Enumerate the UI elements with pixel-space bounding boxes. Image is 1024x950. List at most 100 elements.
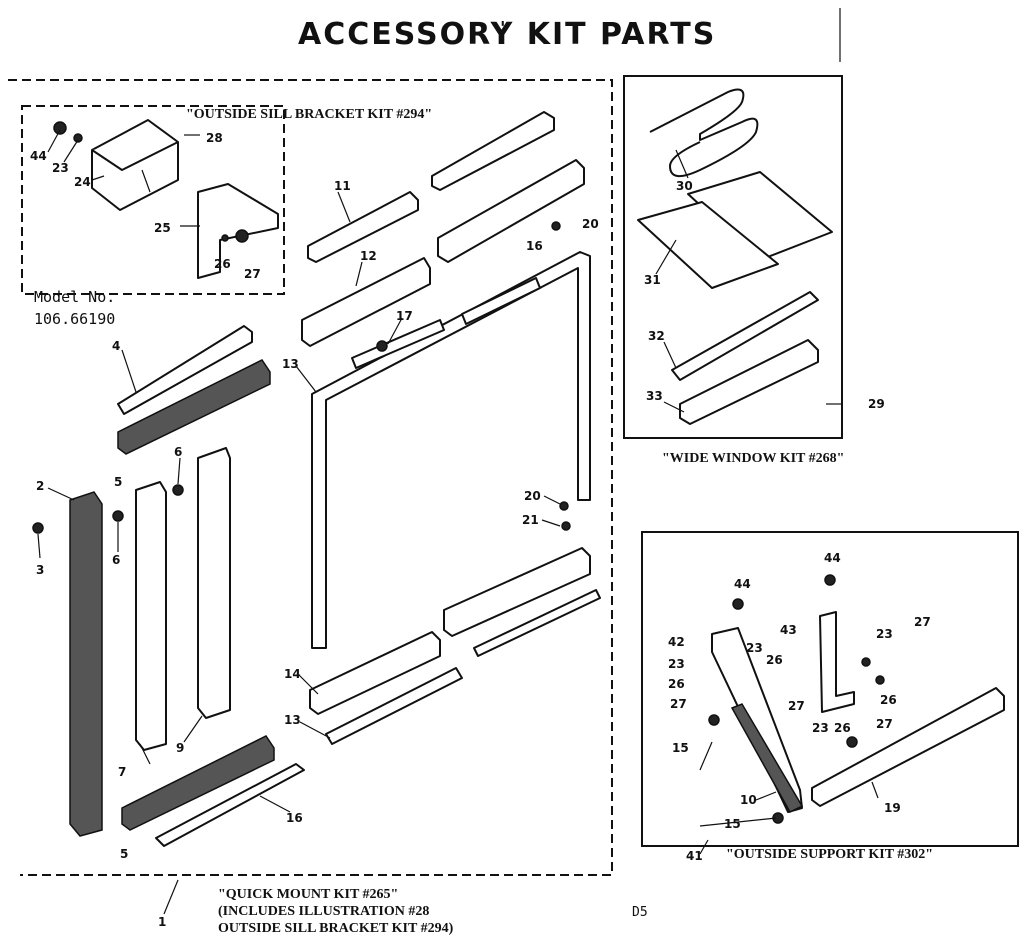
channel-9 <box>197 447 231 719</box>
channel-right-upper <box>437 159 585 263</box>
screw-17 <box>376 340 388 352</box>
frame-13 <box>311 251 591 649</box>
channel-12 <box>301 257 431 347</box>
strip-lower-right <box>473 589 601 657</box>
label-27-c: 27 <box>914 615 931 629</box>
label-42: 42 <box>668 635 685 649</box>
label-6-upper: 6 <box>174 445 182 459</box>
brace-10 <box>730 703 804 813</box>
label-13: 13 <box>282 357 299 371</box>
page-title: ACCESSORY KIT PARTS <box>298 17 716 52</box>
outside-support-kit-box <box>641 531 1019 847</box>
label-27-a: 27 <box>670 697 687 711</box>
label-28: 28 <box>206 131 223 145</box>
model-number: 106.66190 <box>34 310 115 328</box>
screw-6a <box>112 510 124 522</box>
label-19: 19 <box>884 801 901 815</box>
strip-upper-right <box>461 277 541 325</box>
label-44-brace: 44 <box>734 577 751 591</box>
brace-42 <box>711 627 803 813</box>
label-13-lower: 13 <box>284 713 301 727</box>
label-9: 9 <box>176 741 184 755</box>
wide-window-parts <box>637 88 833 425</box>
label-21: 21 <box>522 513 539 527</box>
channel-33 <box>679 339 819 425</box>
channel-11 <box>307 191 419 263</box>
quick-mount-kit-includes-2: OUTSIDE SILL BRACKET KIT #294) <box>218 921 454 936</box>
screw-44-brace <box>732 598 744 610</box>
label-26-d: 26 <box>834 721 851 735</box>
washer-23-support <box>861 657 871 667</box>
label-10: 10 <box>740 793 757 807</box>
label-26-b: 26 <box>668 677 685 691</box>
bracket-24-fold <box>91 141 179 171</box>
outside-support-parts <box>708 574 1005 824</box>
title-mark: ' <box>500 18 508 39</box>
screw-3 <box>32 522 44 534</box>
side-curtain-2 <box>69 491 103 837</box>
label-25: 25 <box>154 221 171 235</box>
label-16: 16 <box>526 239 543 253</box>
screw-16 <box>551 221 561 231</box>
label-27-d: 27 <box>876 717 893 731</box>
label-33: 33 <box>646 389 663 403</box>
label-20-lower: 20 <box>524 489 541 503</box>
quick-mount-parts <box>32 111 601 847</box>
label-5: 5 <box>114 475 122 489</box>
label-31: 31 <box>644 273 661 287</box>
label-26-a: 26 <box>766 653 783 667</box>
outside-support-kit-caption: "OUTSIDE SUPPORT KIT #302" <box>726 847 933 862</box>
wide-window-kit-caption: "WIDE WINDOW KIT #268" <box>662 451 844 466</box>
washer-23 <box>73 133 83 143</box>
label-5-lower: 5 <box>120 847 128 861</box>
strip-16-lower <box>155 763 305 847</box>
quick-mount-kit-includes: (INCLUDES ILLUSTRATION #28 <box>218 904 429 919</box>
label-2: 2 <box>36 479 44 493</box>
nut-21 <box>561 521 571 531</box>
screw-20 <box>559 501 569 511</box>
channel-upper <box>431 111 555 191</box>
screw-44 <box>53 121 67 135</box>
strip-13-lower <box>325 667 463 745</box>
part-labels: 44 23 24 28 25 26 27 11 12 16 20 17 13 4… <box>30 131 931 929</box>
label-14: 14 <box>284 667 301 681</box>
label-30: 30 <box>676 179 693 193</box>
label-29: 29 <box>868 397 885 411</box>
quick-mount-kit-box <box>8 79 613 876</box>
channel-lower-right <box>443 547 591 637</box>
screw-6b <box>172 484 184 496</box>
label-15-lower: 15 <box>724 817 741 831</box>
label-7: 7 <box>118 765 126 779</box>
channel-5-upper <box>117 359 271 455</box>
label-17: 17 <box>396 309 413 323</box>
label-41: 41 <box>686 849 703 863</box>
label-23-d: 23 <box>812 721 829 735</box>
label-26: 26 <box>214 257 231 271</box>
label-44: 44 <box>30 149 47 163</box>
screw-15a <box>708 714 720 726</box>
rail-19 <box>811 687 1005 807</box>
nut-27-support <box>875 675 885 685</box>
label-4: 4 <box>112 339 120 353</box>
model-label: Model No. <box>34 288 115 306</box>
label-20: 20 <box>582 217 599 231</box>
strip-32 <box>671 291 819 381</box>
label-15: 15 <box>672 741 689 755</box>
leader-lines <box>37 129 879 915</box>
outside-sill-kit-box <box>21 105 285 295</box>
label-44-support: 44 <box>824 551 841 565</box>
label-23-b: 23 <box>746 641 763 655</box>
bracket-24 <box>91 119 179 211</box>
bracket-43 <box>819 611 855 713</box>
label-27-b: 27 <box>788 699 805 713</box>
label-3: 3 <box>36 563 44 577</box>
lockwasher-26 <box>221 234 229 242</box>
quick-mount-kit-caption: "QUICK MOUNT KIT #265" <box>218 887 398 902</box>
label-6: 6 <box>112 553 120 567</box>
label-43: 43 <box>780 623 797 637</box>
label-1: 1 <box>158 915 166 929</box>
channel-7 <box>135 481 167 751</box>
sill-bracket-parts <box>53 119 279 279</box>
clip-30 <box>649 88 759 177</box>
